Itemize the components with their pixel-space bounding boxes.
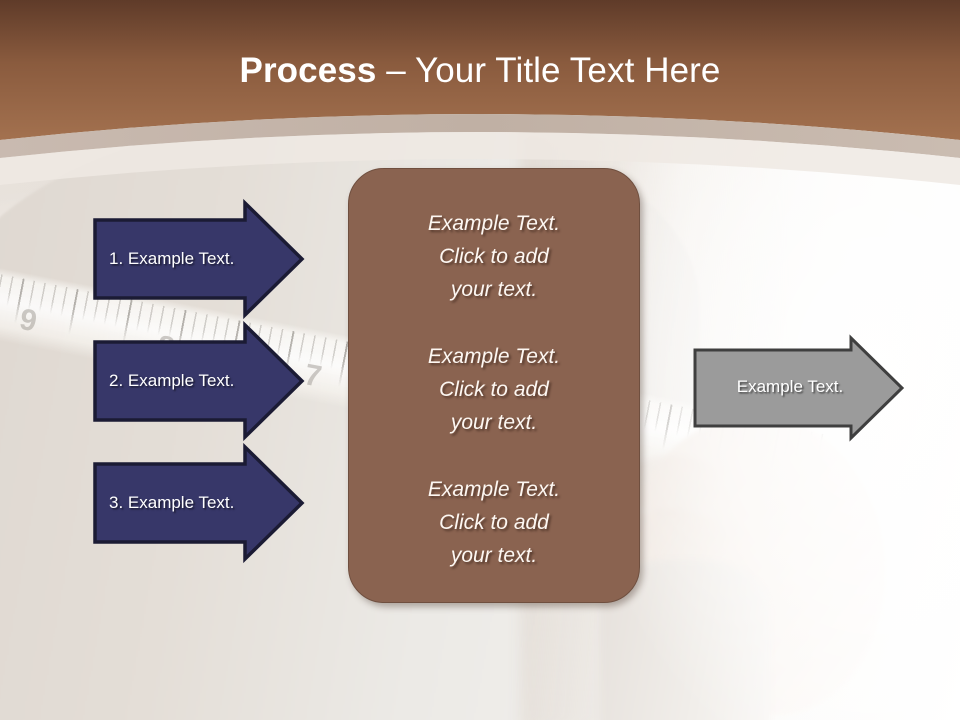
page-title: Process – Your Title Text Here xyxy=(0,50,960,92)
page-title-strong: Process xyxy=(239,51,377,90)
content-paragraph-3: Example Text. Click to add your text. xyxy=(427,478,561,567)
photo-highlight xyxy=(580,140,960,720)
result-arrow[interactable]: Example Text. xyxy=(693,334,905,442)
content-paragraph-2: Example Text. Click to add your text. xyxy=(427,345,561,434)
page-title-light: – Your Title Text Here xyxy=(376,51,721,90)
header-band xyxy=(0,0,960,185)
step-arrow-3[interactable]: 3. Example Text. xyxy=(93,442,305,564)
content-paragraph-1: Example Text. Click to add your text. xyxy=(427,212,561,301)
step-arrow-1[interactable]: 1. Example Text. xyxy=(93,198,305,320)
step-arrow-2[interactable]: 2. Example Text. xyxy=(93,320,305,442)
content-box[interactable]: Example Text. Click to add your text. Ex… xyxy=(348,168,640,603)
